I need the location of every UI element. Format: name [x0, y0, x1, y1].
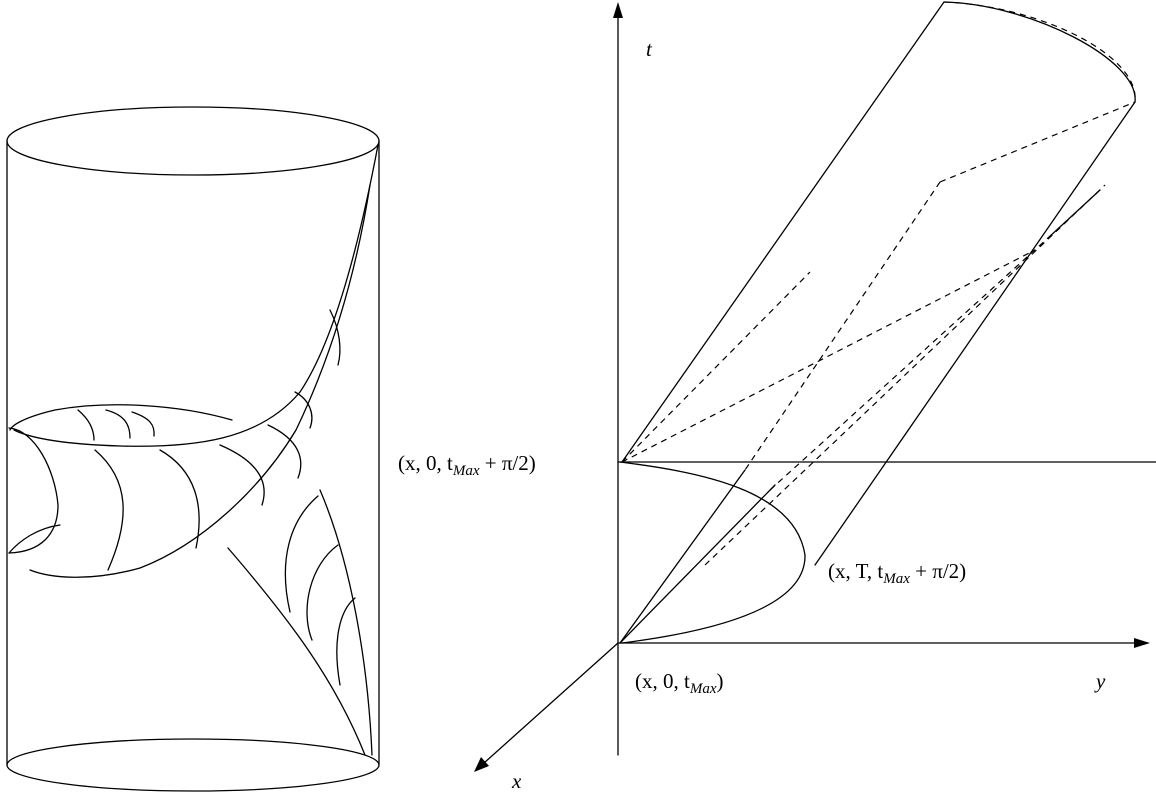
- y-axis-arrowhead: [1134, 638, 1150, 648]
- throat-upper-edge: [13, 144, 379, 447]
- dashed-back-edge: [744, 181, 941, 471]
- tube-lower-edge: [814, 101, 1136, 566]
- surface-rib: [294, 391, 313, 429]
- x-axis-label: x: [511, 769, 522, 793]
- tube-top-curve: [943, 1, 1136, 103]
- t-axis-arrowhead: [613, 2, 623, 18]
- x-axis-arrowhead: [474, 757, 489, 772]
- origin-ray-steep: [619, 469, 746, 644]
- cylinder-top-ellipse: [6, 106, 380, 176]
- dashed-hidden-ridge: [939, 101, 1136, 183]
- throat-mouth-inner: [8, 524, 61, 554]
- inner-rib: [77, 409, 95, 441]
- axes-diagram: t y x (x, 0, tMax + π/2) (x, T, tMax + π…: [398, 1, 1156, 793]
- branch-rib: [306, 544, 339, 641]
- cylinder-bottom-ellipse: [6, 738, 380, 792]
- right-point-label: (x, T, tMax + π/2): [828, 559, 966, 587]
- cylinder-diagram: [6, 106, 380, 792]
- dashed-ray: [704, 184, 1106, 566]
- throat-mouth: [8, 427, 59, 554]
- surface-rib: [159, 449, 200, 549]
- throat-opening-top: [9, 404, 233, 431]
- base-curve: [619, 461, 806, 644]
- t-axis-label: t: [646, 37, 653, 61]
- dashed-ray: [769, 237, 1049, 491]
- origin-label: (x, 0, tMax): [635, 669, 723, 697]
- branch-rib: [336, 597, 356, 686]
- tube-left-edge: [621, 1, 945, 463]
- surface-rib: [219, 444, 265, 506]
- origin-ray-shallow: [619, 484, 776, 644]
- descending-branch-outer: [227, 547, 366, 756]
- surface-rib: [267, 424, 302, 479]
- y-axis-label: y: [1094, 669, 1106, 693]
- dashed-ray: [621, 271, 811, 463]
- surface-rib: [329, 309, 341, 366]
- branch-rib: [284, 495, 319, 613]
- dashed-top-back: [943, 1, 1136, 103]
- throat-lower-edge: [29, 184, 371, 578]
- dashed-ray: [621, 249, 1036, 463]
- surface-rib: [94, 449, 124, 571]
- descending-branch-inner: [319, 489, 373, 756]
- x-axis: [483, 642, 619, 764]
- inner-rib: [131, 411, 155, 437]
- top-point-label: (x, 0, tMax + π/2): [398, 451, 536, 479]
- inner-rib: [105, 409, 131, 439]
